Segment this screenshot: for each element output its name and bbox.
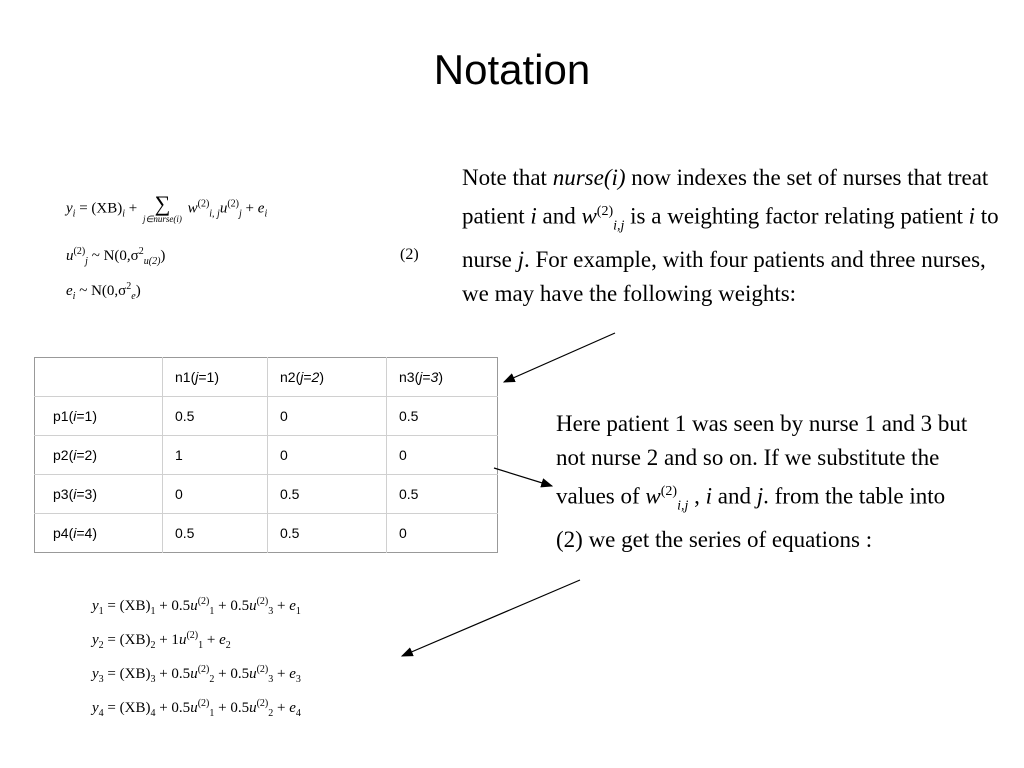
weights-table: n1(j=1) n2(j=2) n3(j=3) p1(i=1) 0.5 0 0.… [34,357,498,553]
series-equation: y4 = (XB)4 + 0.5u(2)1 + 0.5u(2)2 + e4 [92,698,301,719]
eq3-distribution: ~ N(0,σ [79,283,127,299]
table-row: p2(i=2) 1 0 0 [34,435,498,475]
summation-limit: j∈nurse(i) [143,214,182,224]
model-equation-1: yi = (XB)i + ∑ j∈nurse(i) w(2)i, ju(2)j … [66,191,268,225]
table-cell: 1 [162,435,268,475]
table-cell: 0 [267,396,387,436]
series-equation: y1 = (XB)1 + 0.5u(2)1 + 0.5u(2)3 + e1 [92,596,301,617]
table-cell: 0.5 [386,474,498,514]
arrow-to-table [502,332,616,383]
eq1-plus: + [128,200,138,217]
header-n2: n2(j=2) [267,357,387,397]
row-label: p3(i=3) [34,474,163,514]
note-paragraph: Note that nurse(i) now indexes the set o… [462,165,999,307]
table-cell: 0 [386,513,498,553]
header-n3: n3(j=3) [386,357,498,397]
row-label: p4(i=4) [34,513,163,553]
eq1-e: e [257,200,265,217]
table-row: p3(i=3) 0 0.5 0.5 [34,474,498,514]
equation-number: (2) [400,246,419,263]
eq2-distribution: ~ N(0,σ [91,248,139,264]
slide-title: Notation [433,46,591,93]
eq1-y-sub: i [72,208,76,220]
arrow-to-equations [400,579,581,657]
series-equation: y3 = (XB)3 + 0.5u(2)2 + 0.5u(2)3 + e3 [92,664,301,685]
series-equations: y1 = (XB)1 + 0.5u(2)1 + 0.5u(2)3 + e1 y2… [92,596,301,732]
table-row: p4(i=4) 0.5 0.5 0 [34,513,498,553]
table-cell: 0.5 [267,513,387,553]
eq1-equals: = [79,200,88,217]
table-cell: 0.5 [386,396,498,436]
table-cell: 0 [386,435,498,475]
summation-symbol: ∑ j∈nurse(i) [143,191,182,225]
table-cell: 0.5 [162,396,268,436]
row-label: p2(i=2) [34,435,163,475]
eq1-w: w [187,200,198,217]
table-cell: 0 [162,474,268,514]
eq1-xb-sub: i [122,208,126,220]
table-cell: 0.5 [162,513,268,553]
model-equation-2: u(2)j ~ N(0,σ2u(2)) [66,246,166,267]
model-equation-3: ei ~ N(0,σ2e) [66,281,141,302]
eq1-u: u [219,200,228,217]
series-equation: y2 = (XB)2 + 1u(2)1 + e2 [92,630,231,651]
table-cell: 0 [267,435,387,475]
row-label: p1(i=1) [34,396,163,436]
table-cell: 0.5 [267,474,387,514]
header-n1: n1(j=1) [162,357,268,397]
explain-w-symbol: w [645,483,661,509]
table-header-row: n1(j=1) n2(j=2) n3(j=3) [35,357,498,397]
note-w-symbol: w [581,203,597,229]
eq1-xb: (XB) [91,200,123,217]
arrow-from-table [493,467,554,488]
eq1-y: y [66,200,73,217]
table-row: p1(i=1) 0.5 0 0.5 [34,396,498,436]
explanation-paragraph: Here patient 1 was seen by nurse 1 and 3… [556,411,968,553]
